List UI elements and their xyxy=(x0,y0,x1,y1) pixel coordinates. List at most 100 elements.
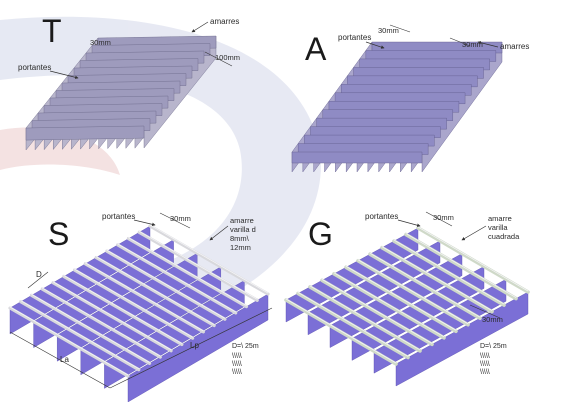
leader-t-amarres xyxy=(191,21,209,33)
label-s-portantes: portantes xyxy=(102,212,135,221)
bearing-bar xyxy=(33,239,174,348)
cross-rod xyxy=(116,243,238,315)
label-t-30mm: 30mm xyxy=(90,38,111,47)
label-a-30mm-1: 30mm xyxy=(378,26,399,35)
cross-rod-highlight xyxy=(95,256,215,325)
cross-rod xyxy=(416,226,530,294)
label-g-note-mark-2: \\\\\ xyxy=(480,361,490,368)
label-g-30mm-2: 30mm xyxy=(482,315,503,324)
label-s-note: D=\ 25m xyxy=(232,343,259,350)
dim-s-la xyxy=(9,331,111,389)
dim-g-30mm-2 xyxy=(469,304,501,319)
bearing-bar xyxy=(104,280,245,389)
cross-rod xyxy=(380,245,494,314)
cross-rod-highlight xyxy=(41,287,161,357)
label-s-amarre-2: varilla d xyxy=(230,225,256,234)
label-g-note-mark-3: \\\\\ xyxy=(480,369,490,376)
cross-rod xyxy=(284,298,398,366)
bearing-bar xyxy=(127,293,269,402)
cross-rod xyxy=(105,249,227,321)
label-s-lp: Lp xyxy=(190,341,199,350)
bearing-bar xyxy=(57,252,198,362)
cross-bar xyxy=(353,67,484,79)
cross-rod-highlight xyxy=(9,306,129,376)
leader-g-portantes xyxy=(397,219,421,227)
label-s-amarre-3: 8mm\ xyxy=(230,234,250,243)
label-g-amarre-2: varilla xyxy=(488,223,508,232)
cross-rod-highlight xyxy=(297,292,409,357)
cross-rod-highlight xyxy=(128,237,247,307)
leader-a-portantes xyxy=(365,41,385,49)
panel-letter-g: G xyxy=(308,216,333,252)
cross-rod-highlight xyxy=(369,252,481,318)
cross-rod xyxy=(296,291,410,360)
cross-rod-highlight xyxy=(31,293,150,363)
cross-rod-highlight xyxy=(117,243,237,313)
label-g-portantes: portantes xyxy=(365,212,398,221)
panel-letter-t: T xyxy=(42,13,62,49)
cross-bar xyxy=(328,101,460,113)
cross-rod-highlight xyxy=(20,300,140,370)
cross-rod xyxy=(332,272,446,340)
cross-bar xyxy=(341,84,472,96)
cross-rod-highlight xyxy=(393,239,505,305)
cross-rod xyxy=(137,230,259,302)
label-s-note-mark-3: \\\\\ xyxy=(232,369,242,376)
cross-rod xyxy=(392,239,506,307)
cross-rod xyxy=(404,232,518,301)
cross-rod-highlight xyxy=(84,262,204,332)
cross-bar xyxy=(310,126,441,138)
label-g-amarre-3: cuadrada xyxy=(488,232,520,241)
cross-bar xyxy=(291,151,423,164)
bearing-bar xyxy=(80,266,222,376)
label-s-30mm: 30mm xyxy=(170,214,191,223)
cross-rod-highlight xyxy=(149,224,269,294)
cross-rod-highlight xyxy=(285,298,397,364)
leader-s-amarre xyxy=(209,225,229,241)
leader-s-portantes xyxy=(133,219,156,227)
bearing-bar xyxy=(395,291,529,387)
cross-rod xyxy=(40,287,162,359)
cross-rod xyxy=(320,278,434,347)
label-t-100mm: 100mm xyxy=(215,53,240,62)
cross-bar xyxy=(297,143,429,155)
panel-type-g xyxy=(284,226,530,387)
dim-s-d xyxy=(27,271,49,289)
cross-rod xyxy=(94,255,216,328)
cross-rod xyxy=(356,258,470,327)
dim-t-100mm xyxy=(204,51,233,67)
dim-s-30mm xyxy=(159,212,191,229)
label-s-amarre-4: 12mm xyxy=(230,243,251,252)
cross-rod xyxy=(8,306,130,378)
dim-s-lp xyxy=(109,307,273,389)
cross-bar xyxy=(322,109,453,121)
cross-rod-highlight xyxy=(381,246,493,312)
cross-rod xyxy=(126,237,249,309)
panel-type-t xyxy=(25,35,217,151)
cross-bar xyxy=(365,50,497,62)
panel-type-a xyxy=(291,41,503,173)
cross-rod xyxy=(83,262,205,334)
cross-rod-highlight xyxy=(321,278,433,344)
cross-rod xyxy=(62,274,184,347)
label-s-la: La xyxy=(60,355,69,364)
dim-a-30mm-2 xyxy=(449,37,471,47)
label-g-amarre-1: amarre xyxy=(488,214,512,223)
dim-g-30mm-1 xyxy=(425,211,453,227)
cross-rod xyxy=(344,265,458,334)
cross-bar xyxy=(25,125,145,141)
panel-letter-a: A xyxy=(305,31,327,67)
label-g-note-mark-1: \\\\\ xyxy=(480,353,490,360)
cross-bar xyxy=(347,75,478,88)
cross-rod-highlight xyxy=(309,285,421,351)
cross-bar xyxy=(334,92,466,104)
cross-bar xyxy=(359,58,490,71)
cross-rod xyxy=(29,293,152,365)
panel-letter-s: S xyxy=(48,216,69,252)
cross-rod-highlight xyxy=(345,265,457,331)
label-g-30mm-1: 30mm xyxy=(433,213,454,222)
label-s-note-mark-2: \\\\\ xyxy=(232,361,242,368)
cross-rod-highlight xyxy=(417,226,529,292)
cross-rod-highlight xyxy=(405,233,517,298)
